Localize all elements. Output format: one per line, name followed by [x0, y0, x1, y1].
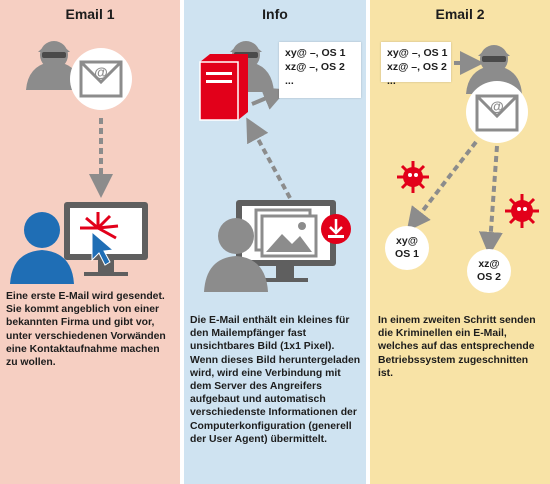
user-agent-info-box: xy@ –, OS 1 xz@ –, OS 2 ...: [279, 42, 361, 98]
panel-description: Die E-Mail enthält ein kleines für den M…: [190, 315, 361, 445]
target-address: xz@: [478, 258, 500, 270]
arrow-up: [246, 117, 292, 199]
target-os1-bubble: xy@ OS 1: [385, 226, 429, 270]
virus-icon: [505, 194, 539, 228]
target-os: OS 2: [477, 271, 501, 283]
info-line: ...: [285, 75, 294, 87]
panel-description: Eine erste E-Mail wird gesendet. Sie kom…: [6, 291, 166, 369]
panel-title: Email 1: [65, 6, 115, 22]
at-icon: @: [94, 64, 108, 80]
target-os2-bubble: xz@ OS 2: [467, 249, 511, 293]
info-line: xy@ –, OS 1: [285, 47, 346, 59]
target-os: OS 1: [395, 248, 419, 260]
target-address: xy@: [396, 235, 418, 247]
arrow-to-infobox: [251, 87, 288, 110]
download-icon: [321, 214, 351, 244]
virus-icon: [397, 161, 429, 193]
info-line: xz@ –, OS 2: [387, 61, 447, 73]
envelope-icon: @: [475, 94, 519, 132]
user-icon: [10, 212, 74, 284]
arrow-to-os1: [406, 140, 478, 232]
panel-description: In einem zweiten Schritt senden die Krim…: [378, 315, 536, 379]
cursor-icon: [91, 230, 115, 266]
envelope-icon: @: [79, 60, 123, 98]
at-icon: @: [490, 98, 504, 114]
arrow-to-os2: [478, 145, 503, 256]
info-line: xy@ –, OS 1: [387, 47, 448, 59]
click-burst-icon: [80, 212, 119, 240]
panel-title: Email 2: [435, 6, 485, 22]
hacker-icon: [26, 41, 82, 90]
info-line: xz@ –, OS 2: [285, 61, 345, 73]
server-icon: [199, 54, 248, 121]
user-icon: [204, 218, 268, 292]
info-line: ...: [387, 75, 396, 87]
image-icon: [254, 208, 318, 258]
panel-title: Info: [262, 6, 288, 22]
target-list-box: xy@ –, OS 1 xz@ –, OS 2 ...: [381, 42, 451, 87]
